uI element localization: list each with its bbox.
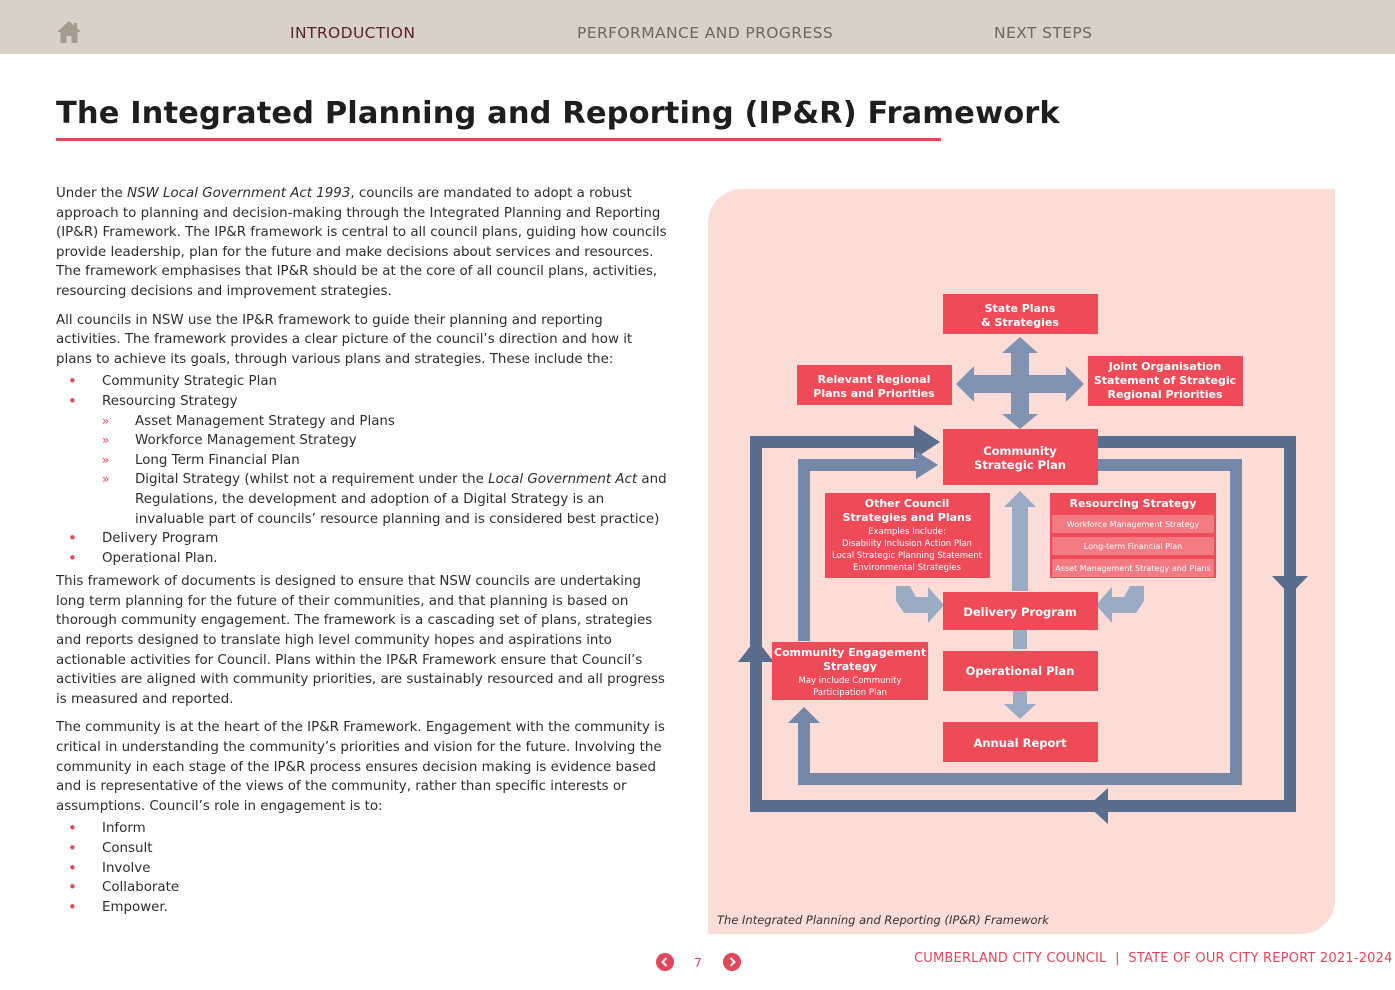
framework-diagram-panel: State Plans & Strategies Relevant Region… [708,189,1335,934]
list-item: Resourcing Strategy Asset Management Str… [56,392,671,529]
intro-paragraph: Under the NSW Local Government Act 1993,… [56,186,667,299]
svg-text:Community Engagement: Community Engagement [774,646,926,659]
outer-cycle-arrow [750,436,1296,812]
cross-arrow [956,337,1084,429]
page-title: The Integrated Planning and Reporting (I… [56,96,1060,131]
svg-text:Examples Include:: Examples Include: [868,527,946,537]
inner-cycle-arrow [798,459,1242,785]
chevron-right-icon [729,957,736,967]
svg-text:Strategic Plan: Strategic Plan [974,458,1066,472]
previous-page-button[interactable] [656,953,674,971]
svg-text:State Plans: State Plans [985,302,1056,315]
svg-text:Workforce Management Strategy: Workforce Management Strategy [1067,520,1200,529]
svg-text:& Strategies: & Strategies [981,316,1059,329]
svg-text:Plans and Priorities: Plans and Priorities [813,387,935,400]
svg-text:Local Strategic Planning State: Local Strategic Planning Statement [832,551,983,561]
side-arrows [896,586,1144,623]
svg-text:Strategy: Strategy [823,660,877,673]
diagram-caption: The Integrated Planning and Reporting (I… [717,913,1049,927]
list-item: Operational Plan. [56,549,671,569]
community-strategic-plan-box: Community Strategic Plan [943,429,1098,485]
svg-text:Community: Community [983,444,1057,458]
regional-plans-box: Relevant Regional Plans and Priorities [797,365,952,405]
list-item: Involve [56,859,671,879]
svg-text:Joint Organisation: Joint Organisation [1108,360,1221,373]
home-icon[interactable] [56,20,82,44]
list-item: Community Strategic Plan [56,372,671,392]
svg-text:Asset Management Strategy and: Asset Management Strategy and Plans [1055,564,1210,573]
list-item: Long Term Financial Plan [102,451,671,471]
list-item: Consult [56,839,671,859]
svg-text:Annual Report: Annual Report [973,736,1067,750]
sub-list: Asset Management Strategy and Plans Work… [102,412,671,530]
body-text-column: Under the NSW Local Government Act 1993,… [56,184,671,921]
inner-arrow-head-up [788,707,820,723]
svg-text:Delivery Program: Delivery Program [963,605,1076,619]
outer-arrow-head-left [1088,788,1108,824]
svg-text:Regional Priorities: Regional Priorities [1107,388,1222,401]
spine-arrows [1004,491,1036,719]
svg-text:Environmental Strategies: Environmental Strategies [853,563,962,573]
framework-paragraph: All councils in NSW use the IP&R framewo… [56,312,633,367]
svg-text:Relevant Regional: Relevant Regional [818,373,931,386]
svg-text:May include Community: May include Community [799,676,902,686]
svg-text:Strategies and Plans: Strategies and Plans [843,511,972,524]
outer-arrow-head-up [738,639,774,662]
svg-text:Other Council: Other Council [865,497,950,510]
delivery-program-box: Delivery Program [943,592,1098,630]
list-item: Workforce Management Strategy [102,431,671,451]
svg-text:Participation Plan: Participation Plan [813,688,887,698]
list-item: Asset Management Strategy and Plans [102,412,671,432]
list-item: Delivery Program [56,529,671,549]
svg-text:Statement of Strategic: Statement of Strategic [1094,374,1236,387]
other-strategies-box: Other Council Strategies and Plans Examp… [825,493,990,578]
plans-list: Community Strategic Plan Resourcing Stra… [56,372,671,568]
outer-arrow-head-right [914,425,940,459]
nav-tab-next-steps[interactable]: NEXT STEPS [994,24,1093,42]
resourcing-strategy-box: Resourcing Strategy Workforce Management… [1050,493,1216,578]
list-item: Collaborate [56,878,671,898]
top-nav-bar: INTRODUCTION PERFORMANCE AND PROGRESS NE… [0,0,1395,54]
page-number: 7 [694,955,702,970]
chevron-left-icon [661,957,668,967]
operational-plan-box: Operational Plan [943,651,1098,691]
framework-diagram: State Plans & Strategies Relevant Region… [738,294,1308,824]
title-underline [56,138,941,141]
nav-tab-introduction[interactable]: INTRODUCTION [290,24,416,42]
svg-text:Long-term Financial Plan: Long-term Financial Plan [1084,542,1182,551]
svg-text:Resourcing Strategy: Resourcing Strategy [1070,497,1197,510]
footer-report-title: CUMBERLAND CITY COUNCIL | STATE OF OUR C… [914,951,1393,966]
community-engagement-box: Community Engagement Strategy May includ… [772,642,928,700]
nav-tab-performance-and-progress[interactable]: PERFORMANCE AND PROGRESS [577,24,834,42]
joint-organisation-box: Joint Organisation Statement of Strategi… [1088,356,1243,406]
next-page-button[interactable] [723,953,741,971]
community-paragraph: The community is at the heart of the IP&… [56,720,665,814]
list-item: Digital Strategy (whilst not a requireme… [102,470,671,529]
state-plans-box: State Plans & Strategies [943,294,1098,334]
svg-text:Operational Plan: Operational Plan [966,664,1075,678]
annual-report-box: Annual Report [943,722,1098,762]
svg-text:Disability Inclusion Action Pl: Disability Inclusion Action Plan [842,539,972,549]
cascading-paragraph: This framework of documents is designed … [56,574,665,707]
outer-arrow-head-down [1272,576,1308,595]
inner-arrow-head-right [916,451,938,479]
engagement-list: Inform Consult Involve Collaborate Empow… [56,819,671,917]
list-item: Inform [56,819,671,839]
list-item: Empower. [56,898,671,918]
